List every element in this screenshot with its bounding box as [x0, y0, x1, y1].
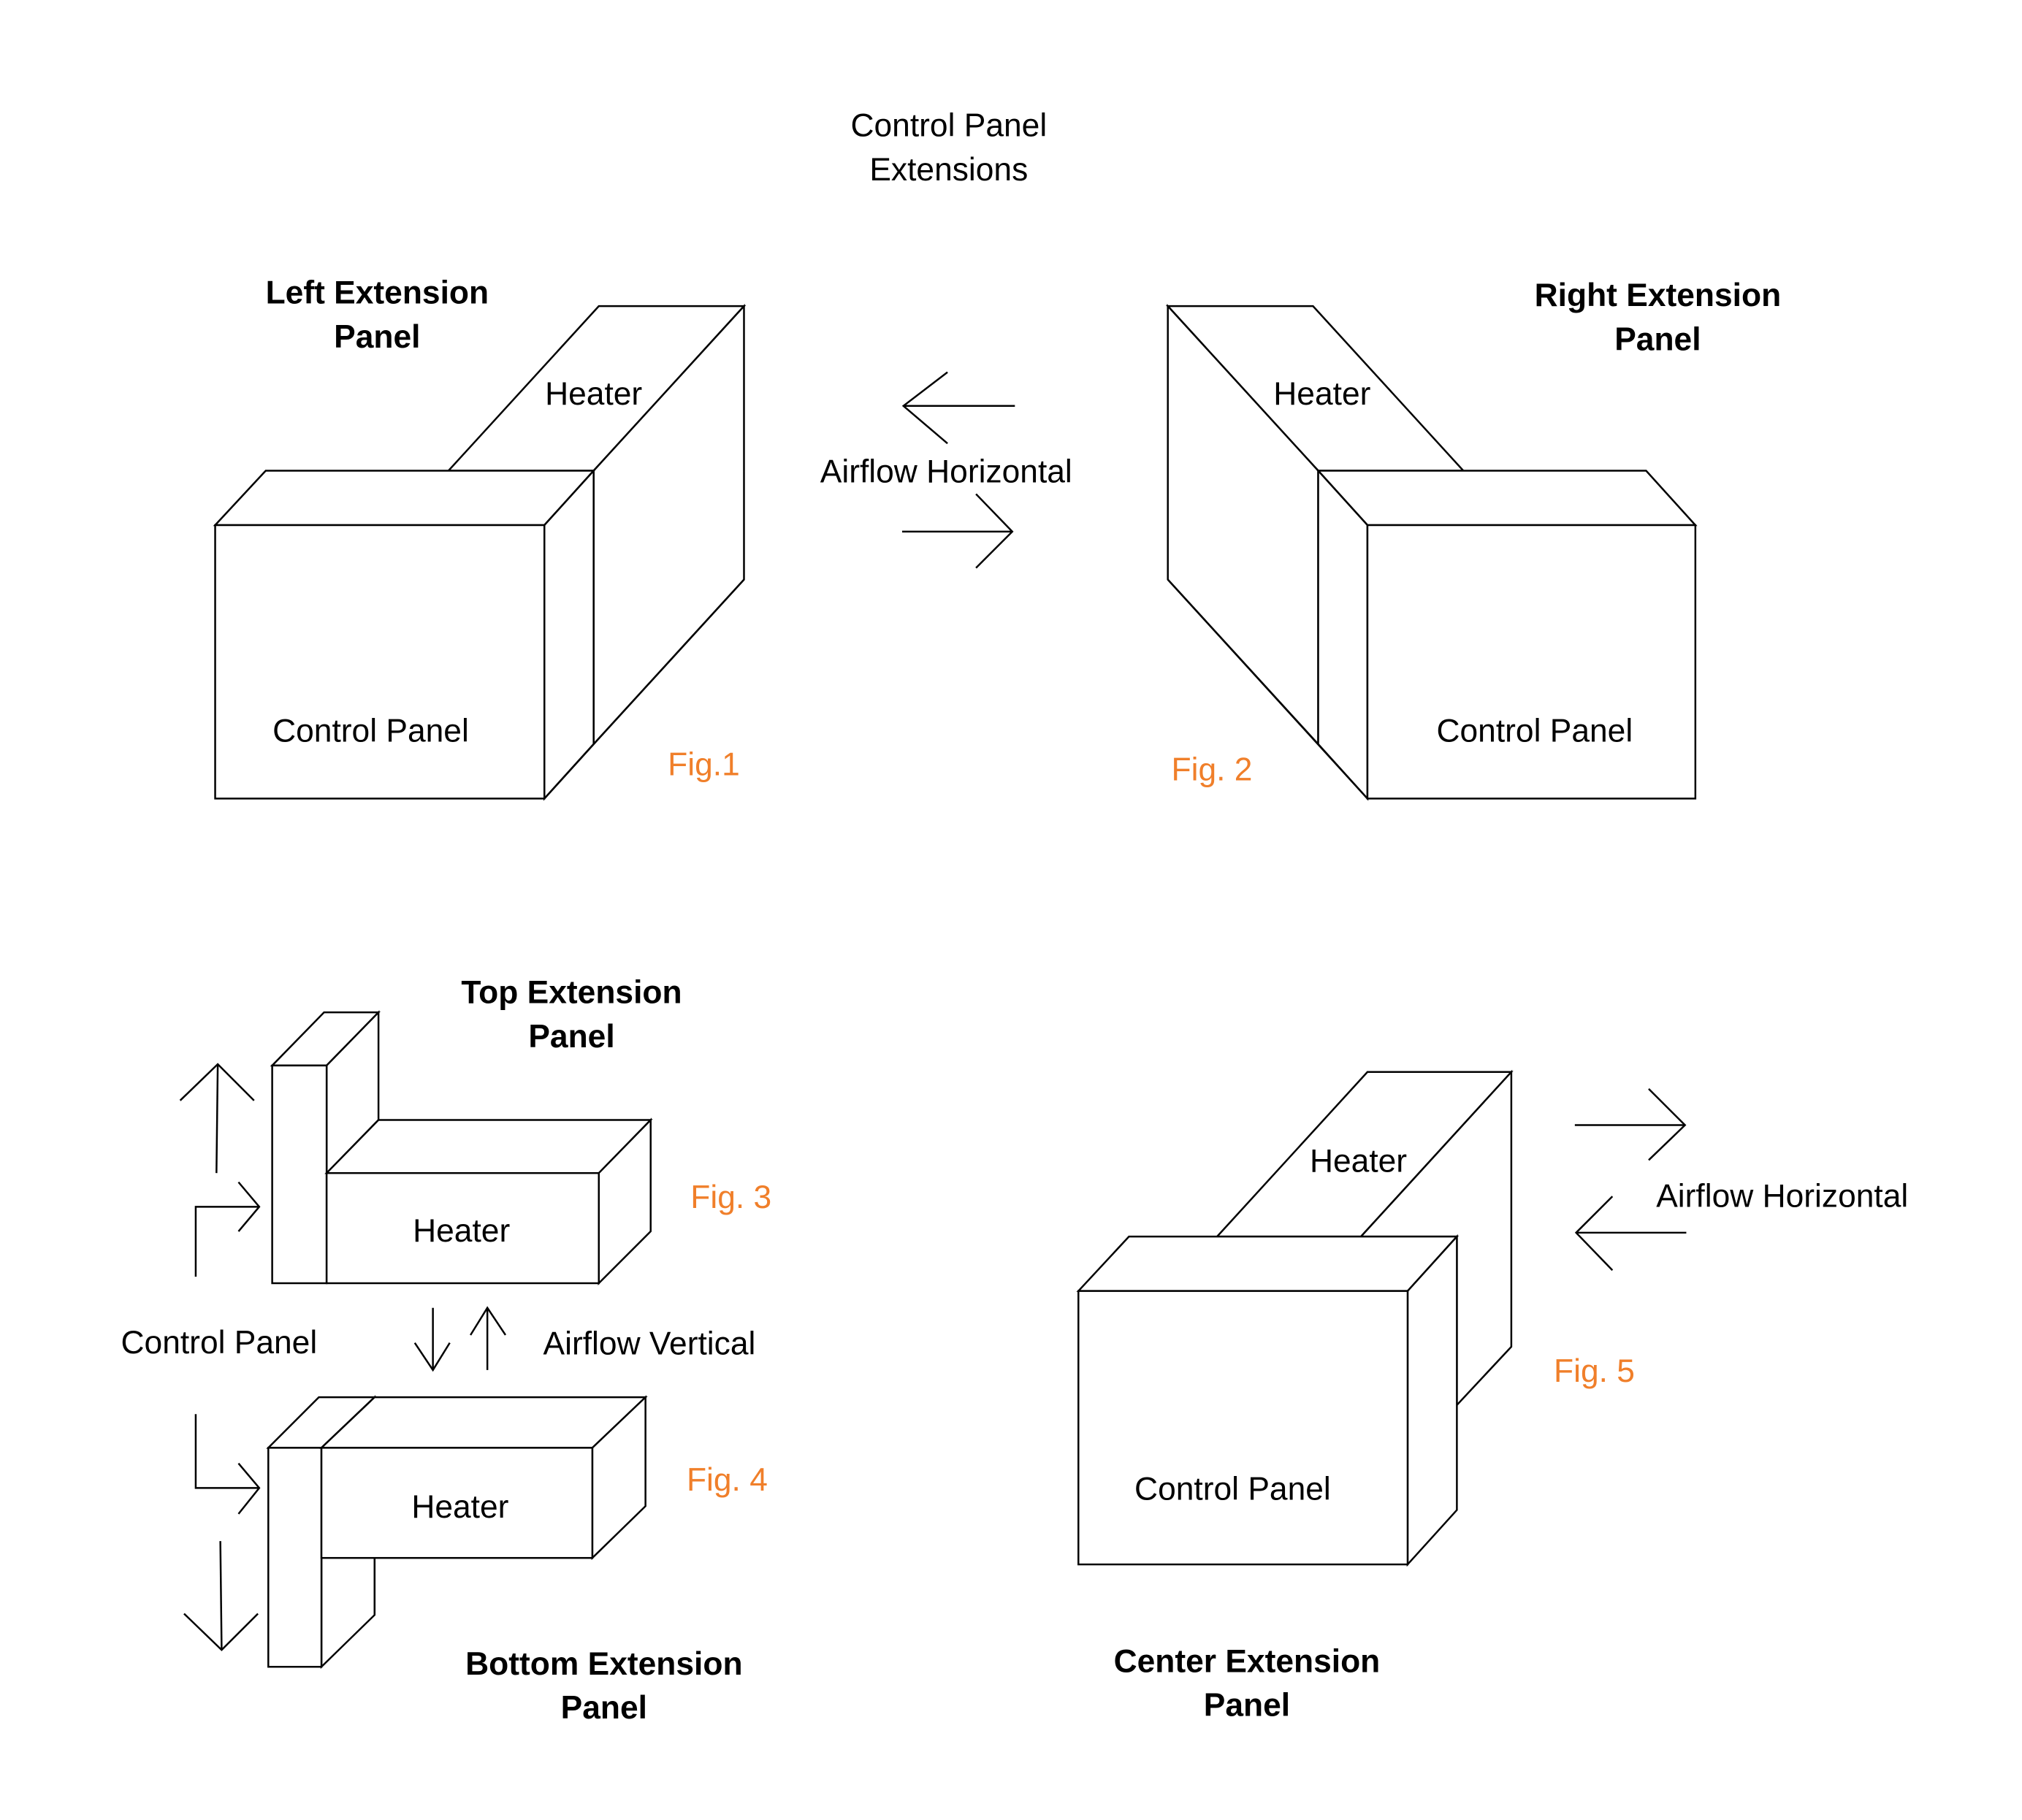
fig1-cp-side	[543, 468, 595, 801]
airflow-vertical-label: Airflow Vertical	[543, 1326, 756, 1362]
fig5-figure-label: Fig. 5	[1554, 1353, 1635, 1389]
fig4-heater-top	[318, 1396, 648, 1449]
fig2-cp-side	[1317, 468, 1369, 801]
fig5-cp-top	[1076, 1235, 1460, 1292]
arrow-bent-right-icon	[194, 1181, 261, 1277]
arrow-up-icon	[179, 1063, 255, 1174]
fig1-heater-label: Heater	[545, 376, 642, 412]
fig3-figure-label: Fig. 3	[690, 1179, 771, 1215]
arrow-down-icon	[183, 1541, 259, 1651]
fig2-cp-front	[1366, 524, 1697, 800]
diagram-title-line2: Extensions	[869, 152, 1028, 188]
fig3-title-line2: Panel	[528, 1019, 614, 1055]
fig1-title-line2: Panel	[334, 319, 420, 355]
fig1-left-extension: Left Extension Panel Heater Control Pane…	[213, 275, 747, 801]
fig4-title-line2: Panel	[561, 1690, 647, 1726]
fig4-cp-front	[267, 1447, 323, 1668]
fig1-cp-top	[213, 470, 596, 527]
fig4-bottom-extension: Heater Fig. 4 Bottom Extension Panel	[183, 1395, 768, 1726]
fig3-heater-top	[324, 1119, 653, 1174]
arrow-up-icon	[470, 1306, 507, 1370]
airflow-vertical: Airflow Vertical	[413, 1306, 756, 1372]
fig5-control-panel-label: Control Panel	[1134, 1471, 1331, 1507]
arrow-bent-right-icon	[194, 1414, 261, 1515]
fig5-title-line1: Center Extension	[1114, 1643, 1381, 1679]
arrow-down-icon	[413, 1307, 451, 1372]
fig5-center-extension: Heater Control Panel Fig. 5 Airflow Hori…	[1076, 1069, 1908, 1724]
arrow-left-icon	[1574, 1196, 1687, 1272]
fig3-top-extension: Top Extension Panel Heater Fig. 3	[179, 975, 771, 1286]
arrow-right-icon	[901, 493, 1014, 569]
fig4-heater-front	[320, 1447, 594, 1559]
fig2-control-panel-label: Control Panel	[1436, 713, 1633, 749]
airflow-horizontal-top: Airflow Horizontal	[820, 371, 1072, 569]
fig4-heater-label: Heater	[411, 1489, 508, 1525]
fig2-cp-top	[1316, 470, 1698, 527]
fig5-title-line2: Panel	[1204, 1688, 1290, 1724]
diagram-title-line1: Control Panel	[850, 108, 1047, 144]
fig3-heater-front	[325, 1171, 600, 1285]
fig5-heater-label: Heater	[1310, 1143, 1407, 1179]
fig2-right-extension: Right Extension Panel Heater Control Pan…	[1165, 278, 1782, 801]
fig4-title-line1: Bottom Extension	[465, 1646, 742, 1682]
fig1-title-line1: Left Extension	[266, 275, 489, 311]
airflow-horizontal-label: Airflow Horizontal	[820, 454, 1072, 489]
fig2-figure-label: Fig. 2	[1172, 752, 1253, 788]
fig5-cp-side	[1406, 1234, 1458, 1567]
airflow-horizontal-fig5-label: Airflow Horizontal	[1656, 1178, 1908, 1214]
control-panel-shared-label: Control Panel	[121, 1325, 318, 1361]
fig2-title-line2: Panel	[1614, 321, 1701, 357]
fig3-title-line1: Top Extension	[461, 975, 682, 1011]
fig5-cp-front	[1077, 1290, 1409, 1566]
fig2-title-line1: Right Extension	[1535, 278, 1782, 313]
fig4-figure-label: Fig. 4	[687, 1462, 768, 1498]
fig1-figure-label: Fig.1	[668, 746, 740, 782]
fig1-cp-front	[214, 524, 546, 800]
arrow-right-icon	[1574, 1087, 1687, 1161]
arrow-left-icon	[901, 371, 1015, 445]
fig1-control-panel-label: Control Panel	[272, 713, 469, 749]
fig3-cp-front	[271, 1064, 328, 1285]
fig3-heater-label: Heater	[413, 1213, 510, 1249]
fig2-heater-label: Heater	[1273, 376, 1370, 412]
